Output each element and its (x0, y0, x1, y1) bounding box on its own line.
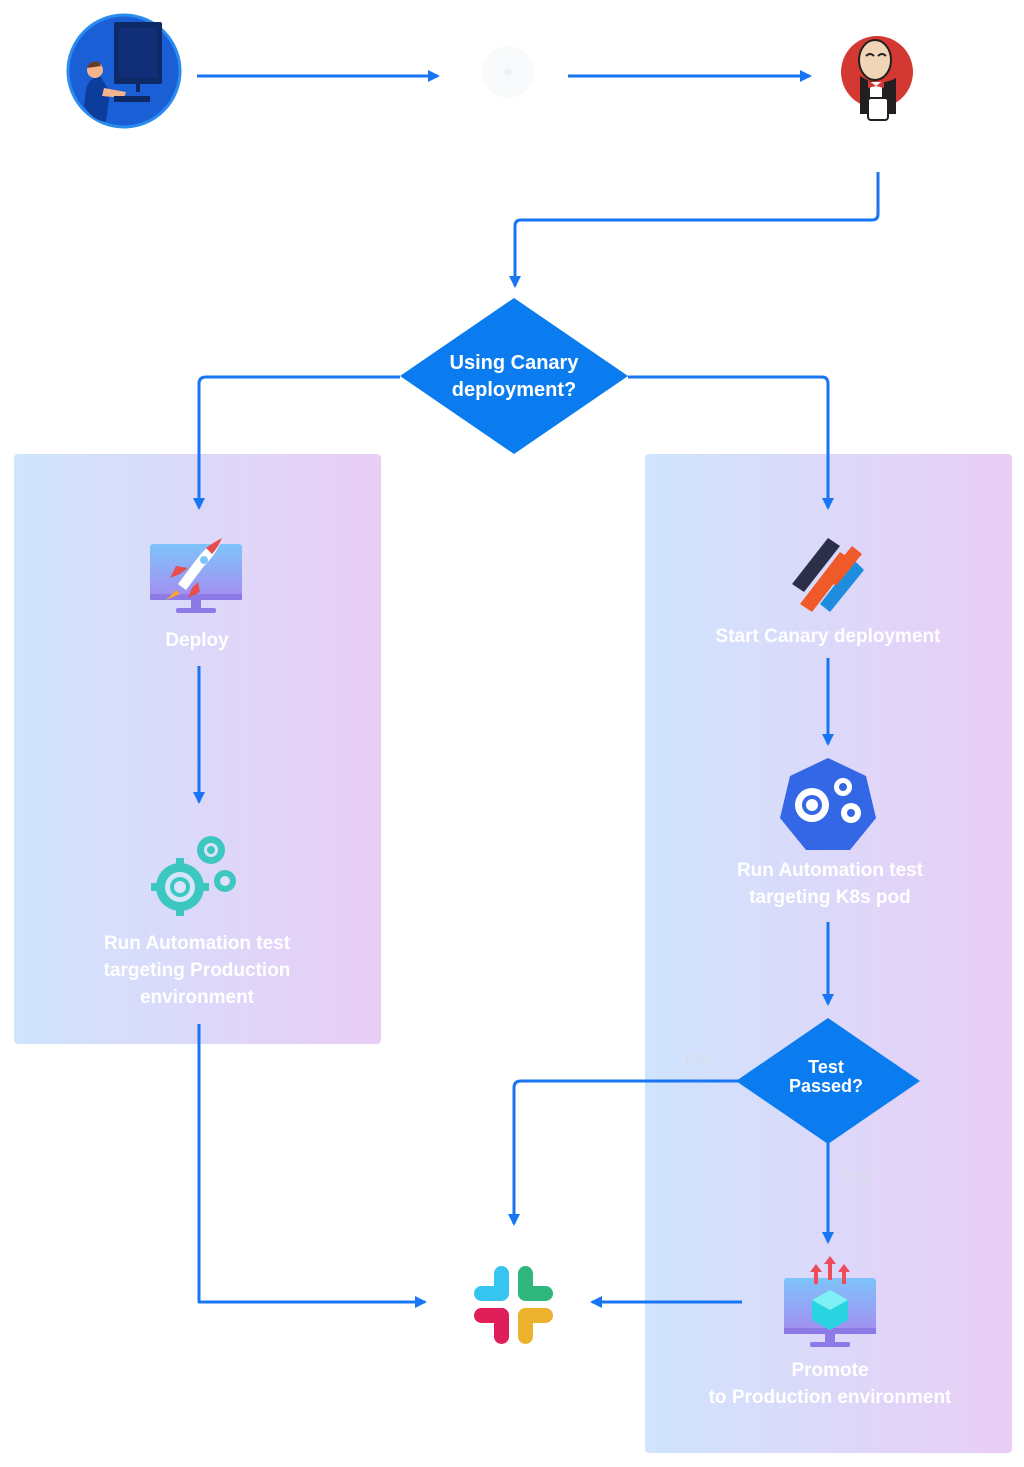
edge-decision-deploy (193, 375, 400, 510)
run-prod-line3: environment (139, 987, 255, 1008)
decision-canary-line2: deployment? (451, 379, 577, 401)
promote-line2: to Production environment (708, 1387, 952, 1408)
edge-label-yes: Yes (840, 1166, 871, 1187)
decision-canary-label: Using Canary deployment? (424, 350, 604, 404)
slack-icon (474, 1266, 553, 1344)
run-prod-label: Run Automation test targeting Production… (57, 930, 337, 1011)
run-k8s-label: Run Automation test targeting K8s pod (690, 857, 970, 911)
decision-test-diamond (736, 1018, 920, 1144)
run-prod-line1: Run Automation test (103, 933, 291, 954)
git-repository-icon (482, 46, 534, 98)
promote-line1: Promote (791, 1360, 869, 1381)
start-canary-label: Start Canary deployment (715, 626, 941, 647)
promote-label: Promote to Production environment (680, 1357, 980, 1411)
edge-test-no-slack (508, 1079, 738, 1226)
developer-at-computer-icon (66, 13, 182, 129)
decision-canary-line1: Using Canary (449, 352, 579, 374)
edge-run-prod-slack (197, 1024, 427, 1308)
decision-test-line2: Passed? (788, 1076, 864, 1096)
decision-test-line1: Test (808, 1057, 844, 1077)
edge-jenkins-decision (509, 172, 880, 288)
decision-test-label: Test Passed? (766, 1058, 886, 1096)
edge-decision-canary (628, 375, 834, 510)
run-prod-line2: targeting Production (103, 960, 291, 981)
canary-tool-icon (792, 538, 864, 612)
deploy-label: Deploy (165, 630, 229, 651)
jenkins-icon (841, 36, 913, 121)
edge-label-no: No (685, 1049, 710, 1070)
kubernetes-pod-icon (780, 758, 876, 850)
rocket-monitor-icon (150, 538, 242, 613)
run-k8s-line2: targeting K8s pod (749, 887, 911, 908)
gears-icon (151, 836, 236, 916)
promote-monitor-icon (784, 1256, 876, 1347)
decision-canary-diamond (400, 298, 628, 454)
run-k8s-line1: Run Automation test (736, 860, 924, 881)
